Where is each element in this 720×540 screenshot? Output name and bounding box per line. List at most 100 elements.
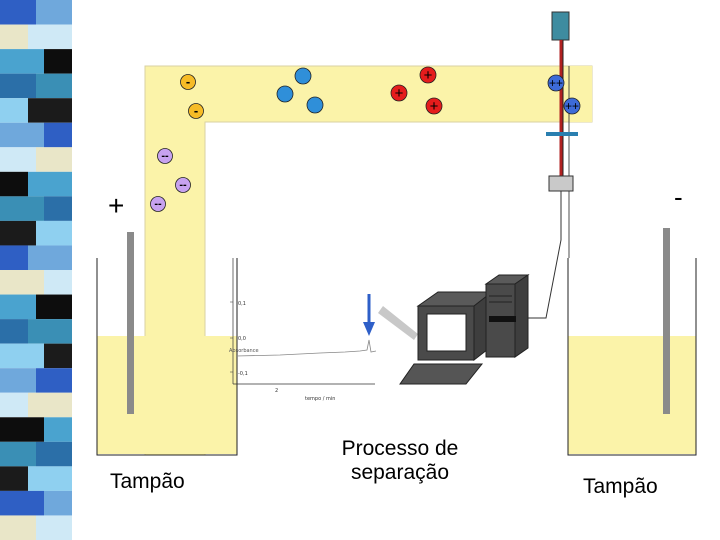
stripe-tile — [28, 24, 72, 50]
stripe-tile — [36, 441, 72, 467]
stripe-tile — [0, 392, 28, 418]
stripe-tile — [0, 196, 44, 221]
anion-single-2 — [188, 103, 204, 119]
detector-sensor — [548, 175, 574, 192]
anion-double-3 — [150, 196, 166, 212]
buffer-label-right: Tampão — [583, 475, 658, 498]
detector-slit — [546, 132, 578, 136]
svg-text:tempo / min: tempo / min — [305, 396, 335, 402]
stripe-tile — [0, 49, 44, 74]
process-label-line1: Processo de — [341, 437, 459, 460]
stripe-tile — [44, 122, 72, 148]
stripe-tile — [0, 245, 28, 270]
arrow-to-computer — [378, 306, 418, 340]
stripe-tile — [0, 220, 36, 246]
stripe-tile — [0, 0, 36, 25]
stripe-tile — [0, 417, 44, 442]
stripe-tile — [28, 98, 72, 123]
stripe-tile — [28, 319, 72, 344]
light-source-box — [551, 11, 570, 41]
process-label: Processo de separação — [300, 437, 500, 485]
stripe-tile — [0, 490, 44, 516]
buffer-container-left — [96, 258, 238, 456]
detection-arrow-head — [363, 322, 375, 336]
svg-text:0,1: 0,1 — [238, 301, 246, 307]
buffer-reservoir-left — [97, 336, 237, 454]
neutral-3 — [306, 96, 324, 114]
stripe-tile — [0, 24, 28, 50]
stripe-tile — [0, 122, 44, 148]
anion-single-1 — [180, 74, 196, 90]
stripe-tile — [36, 294, 72, 320]
stripe-tile — [0, 466, 28, 491]
stripe-tile — [28, 171, 72, 197]
stripe-tile — [44, 49, 72, 74]
anion-single-2-sign: - — [194, 103, 198, 118]
cation-double-1 — [547, 74, 565, 92]
stripe-tile — [0, 73, 36, 99]
stripe-tile — [0, 441, 36, 467]
svg-text:Absorbance: Absorbance — [229, 348, 259, 354]
process-label-line2: separação — [350, 461, 450, 484]
decorative-stripe — [0, 0, 72, 540]
stripe-tile — [0, 98, 28, 123]
cation-double-1-sign: ++ — [549, 76, 563, 90]
buffer-reservoir-right — [568, 336, 696, 454]
tower-drive — [489, 316, 516, 322]
buffer-label-left: Tampão — [110, 470, 185, 493]
cation-single-2 — [390, 84, 408, 102]
stripe-tile — [0, 147, 36, 172]
stripe-tile — [0, 368, 36, 393]
stripe-tile — [36, 73, 72, 99]
cation-single-1 — [419, 66, 437, 84]
stripe-tile — [36, 515, 72, 540]
keyboard — [399, 363, 484, 385]
electrode-right — [663, 228, 670, 414]
electrode-left — [127, 232, 134, 414]
anion-double-2 — [175, 177, 191, 193]
anion-double-1 — [157, 148, 173, 164]
stripe-tile — [0, 294, 36, 320]
positive-pole-sign: + — [108, 190, 125, 221]
svg-text:0,0: 0,0 — [238, 336, 246, 342]
neutral-1 — [294, 67, 312, 85]
monitor-screen — [426, 313, 467, 352]
ions: - - -- -- -- + + + ++ ++ — [150, 66, 581, 212]
buffer-container-right — [567, 258, 697, 456]
stripe-tile — [44, 270, 72, 295]
anion-double-3-sign: -- — [154, 198, 162, 210]
neutral-2 — [276, 85, 294, 103]
stripe-tile — [36, 0, 72, 25]
anion-double-2-sign: -- — [179, 179, 187, 191]
computer — [399, 274, 530, 385]
cation-single-3 — [425, 97, 443, 115]
stripe-tile — [36, 147, 72, 172]
cation-single-2-sign: + — [395, 85, 404, 102]
stripe-tile — [44, 417, 72, 442]
negative-pole-sign: - — [674, 182, 683, 212]
stripe-tile — [44, 343, 72, 369]
stripe-tile — [0, 319, 28, 344]
stripe-tile — [0, 343, 44, 369]
stripe-tile — [28, 392, 72, 418]
svg-text:2: 2 — [275, 388, 278, 394]
tower-side — [514, 274, 529, 358]
electropherogram: 0,1 0,0 -0,1 Absorbance 2 tempo / min — [229, 258, 377, 402]
stripe-tile — [36, 220, 72, 246]
stripe-tile — [44, 196, 72, 221]
anion-double-1-sign: -- — [161, 150, 169, 162]
cation-single-1-sign: + — [424, 67, 433, 84]
anion-single-1-sign: - — [186, 74, 190, 89]
stripe-tile — [0, 270, 44, 295]
cation-double-2-sign: ++ — [565, 99, 579, 113]
stripe-tile — [36, 368, 72, 393]
stripe-tile — [0, 171, 28, 197]
svg-text:-0,1: -0,1 — [238, 371, 248, 377]
stripe-tile — [28, 466, 72, 491]
cation-single-3-sign: + — [430, 98, 439, 115]
stripe-tile — [44, 490, 72, 516]
cation-double-2 — [563, 97, 581, 115]
stripe-tile — [0, 515, 36, 540]
stripe-tile — [28, 245, 72, 270]
